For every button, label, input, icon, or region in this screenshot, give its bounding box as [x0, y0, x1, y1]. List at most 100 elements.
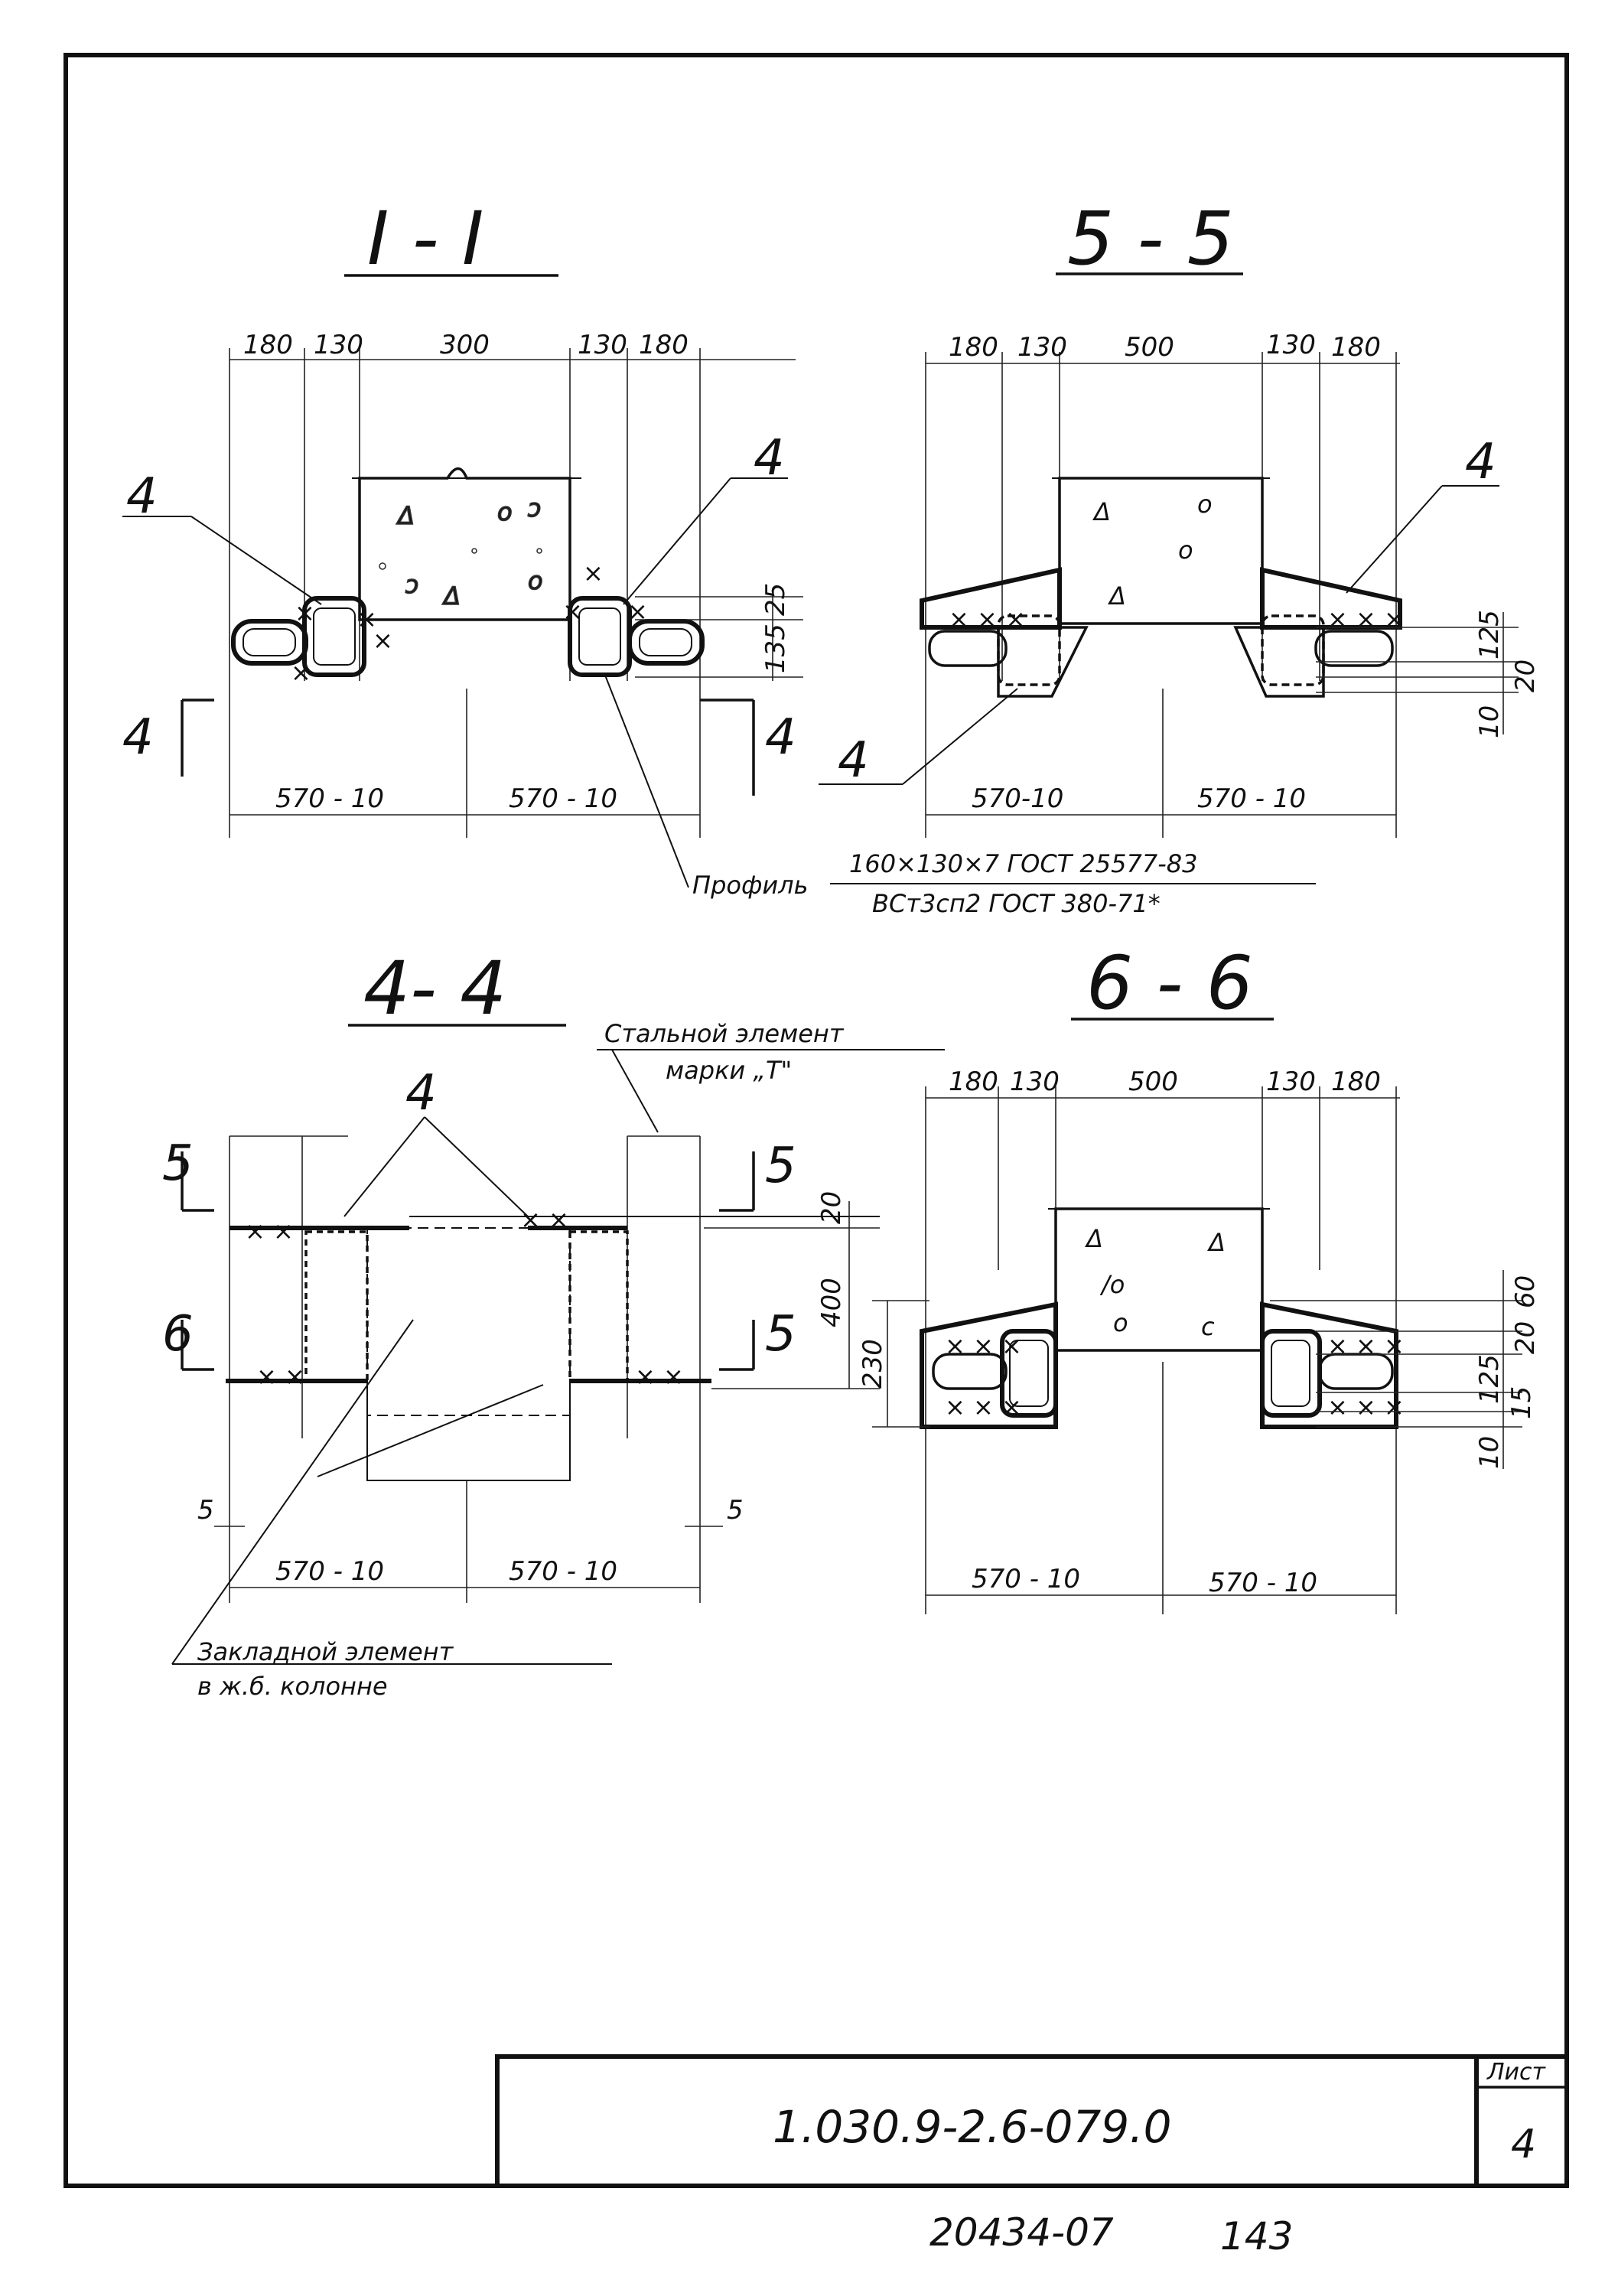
svg-text:130: 130	[1010, 1067, 1060, 1097]
svg-text:180: 180	[949, 332, 998, 363]
svg-text:500: 500	[1125, 332, 1174, 363]
svg-text:180: 180	[639, 330, 689, 360]
section-6-6-title: 6 - 6	[1086, 940, 1253, 1026]
svg-text:570 - 10: 570 - 10	[275, 783, 384, 814]
svg-text:570 - 10: 570 - 10	[972, 1564, 1080, 1594]
svg-text:Закладной элемент: Закладной элемент	[197, 1637, 454, 1666]
svg-text:o: o	[1197, 490, 1213, 519]
svg-text:130: 130	[1266, 330, 1316, 360]
svg-text:20: 20	[1510, 1321, 1541, 1354]
svg-text:570 - 10: 570 - 10	[509, 1556, 617, 1587]
title-block: 1.030.9-2.6-079.0 Лист 4	[495, 2054, 1567, 2186]
svg-text:4: 4	[765, 709, 796, 766]
section-4-4: 4- 4 4 Стальной элемент марки „Т" × × × ×…	[162, 946, 945, 1665]
svg-text:180: 180	[1331, 1067, 1381, 1097]
svg-text:180: 180	[1331, 332, 1381, 363]
svg-text:5: 5	[765, 1138, 796, 1194]
svg-text:4: 4	[126, 468, 158, 525]
sheet-label: Лист	[1486, 2059, 1547, 2086]
svg-text:5: 5	[727, 1495, 744, 1526]
svg-text:500: 500	[1128, 1067, 1178, 1097]
svg-text:× × ×: × × ×	[945, 1392, 1022, 1422]
svg-text:Δ: Δ	[1092, 497, 1111, 526]
svg-text:/o: /o	[1099, 1270, 1125, 1299]
section-1-1: I - I 180 130 300 130 180 Δ o ɔ ɔ Δ o	[122, 196, 803, 888]
svg-text:60: 60	[1510, 1275, 1541, 1308]
page-number: 143	[1220, 2214, 1293, 2259]
svg-text:×: ×	[295, 598, 315, 627]
svg-text:160×130×7 ГОСТ 25577-83: 160×130×7 ГОСТ 25577-83	[849, 849, 1197, 878]
inventory-number: 20434-07	[929, 2210, 1114, 2255]
svg-text:×: ×	[373, 626, 393, 655]
svg-text:× × ×: × × ×	[945, 1331, 1022, 1360]
svg-text:300: 300	[440, 330, 490, 360]
svg-text:× × ×: × × ×	[1327, 1331, 1405, 1360]
svg-text:× ×: × ×	[520, 1205, 569, 1234]
svg-text:130: 130	[1266, 1067, 1316, 1097]
svg-text:Профиль: Профиль	[692, 871, 808, 900]
svg-text:Δ: Δ	[396, 501, 415, 530]
svg-text:10: 10	[1474, 705, 1505, 738]
svg-text:ɔ: ɔ	[405, 570, 419, 599]
svg-text:20: 20	[816, 1191, 847, 1224]
svg-text:4: 4	[122, 709, 154, 766]
svg-text:180: 180	[949, 1067, 998, 1097]
svg-text:4: 4	[838, 732, 869, 789]
svg-text:в ж.б. колонне: в ж.б. колонне	[197, 1672, 388, 1701]
svg-text:Стальной элемент: Стальной элемент	[604, 1019, 845, 1048]
svg-text:4: 4	[1465, 434, 1496, 490]
svg-text:5: 5	[162, 1135, 194, 1192]
svg-text:× × ×: × × ×	[949, 604, 1026, 633]
svg-text:130: 130	[1017, 332, 1067, 363]
svg-text:130: 130	[314, 330, 363, 360]
svg-text:× ×: × ×	[635, 1362, 684, 1391]
svg-text:Δ: Δ	[441, 581, 461, 611]
svg-text:×: ×	[627, 597, 648, 626]
svg-text:20: 20	[1510, 659, 1541, 692]
svg-text:× ×: × ×	[256, 1362, 305, 1391]
svg-text:×: ×	[356, 604, 377, 633]
svg-text:570 - 10: 570 - 10	[1197, 783, 1306, 814]
svg-text:125: 125	[1474, 1354, 1505, 1404]
svg-text:125: 125	[1474, 610, 1505, 659]
svg-text:× × ×: × × ×	[1327, 1392, 1405, 1422]
svg-text:10: 10	[1474, 1436, 1505, 1469]
svg-text:5: 5	[765, 1306, 796, 1363]
svg-text:ВСт3сп2 ГОСТ 380-71*: ВСт3сп2 ГОСТ 380-71*	[872, 889, 1161, 918]
svg-text:o: o	[1113, 1308, 1128, 1337]
svg-text:× × ×: × × ×	[1327, 604, 1405, 633]
svg-text:Δ: Δ	[1206, 1228, 1226, 1257]
svg-text:5: 5	[197, 1495, 214, 1526]
svg-text:×: ×	[562, 597, 583, 626]
profile-note: Профиль 160×130×7 ГОСТ 25577-83 ВСт3сп2 …	[692, 849, 1316, 918]
svg-text:Δ: Δ	[1084, 1224, 1103, 1253]
svg-text:230: 230	[858, 1339, 888, 1389]
sheet-frame	[63, 53, 1569, 2188]
svg-text:570 - 10: 570 - 10	[1209, 1568, 1317, 1598]
svg-text:Δ: Δ	[1107, 581, 1126, 611]
section-4-4-title: 4- 4	[363, 946, 506, 1031]
svg-text:o: o	[1178, 536, 1193, 565]
svg-text:570 - 10: 570 - 10	[509, 783, 617, 814]
sheet-number: 4	[1511, 2122, 1536, 2167]
svg-text:25: 25	[760, 583, 791, 616]
svg-text:570-10: 570-10	[972, 783, 1063, 814]
svg-text:4: 4	[754, 430, 785, 487]
svg-text:570 - 10: 570 - 10	[275, 1556, 384, 1587]
svg-text:марки „Т": марки „Т"	[666, 1056, 792, 1085]
svg-text:×: ×	[291, 658, 311, 687]
svg-text:× ×: × ×	[245, 1216, 294, 1246]
svg-text:400: 400	[816, 1278, 847, 1327]
svg-text:135: 135	[760, 624, 791, 673]
svg-text:o: o	[528, 566, 543, 595]
svg-text:15: 15	[1506, 1386, 1537, 1419]
svg-text:4: 4	[405, 1065, 437, 1122]
embedded-note: Закладной элемент в ж.б. колонне	[172, 1637, 612, 1701]
svg-text:×: ×	[583, 559, 604, 588]
svg-text:180: 180	[243, 330, 293, 360]
svg-text:130: 130	[578, 330, 627, 360]
svg-text:o: o	[497, 497, 513, 526]
